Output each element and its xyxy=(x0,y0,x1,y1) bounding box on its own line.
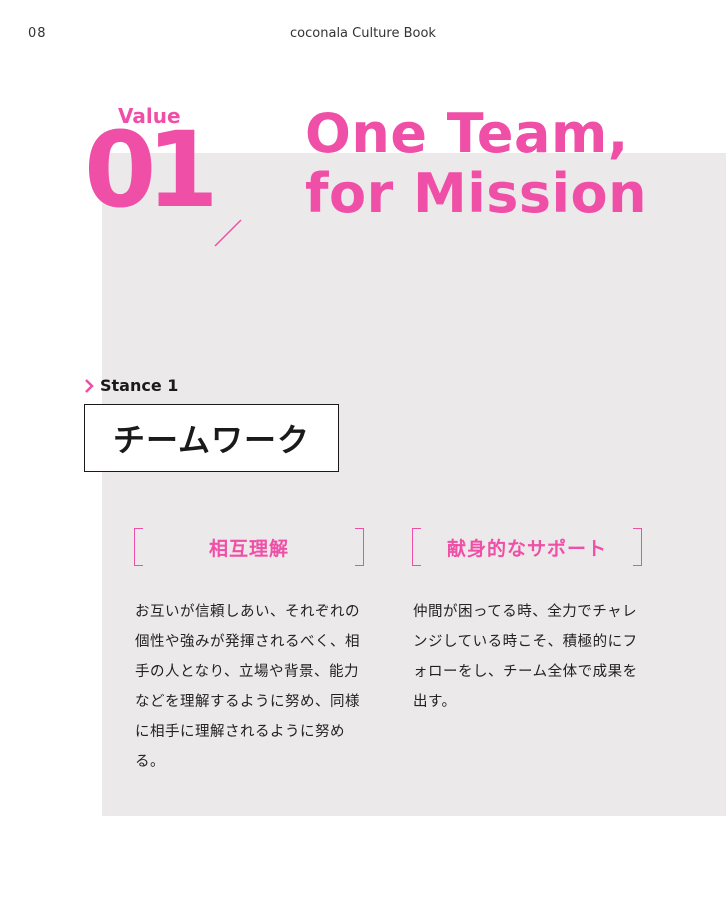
bracket-right xyxy=(355,528,364,566)
headline-line-2: for Mission xyxy=(305,162,648,225)
value-headline: One Team, for Mission xyxy=(305,104,647,224)
column-body-1: お互いが信頼しあい、それぞれの個性や強みが発揮されるべく、相手の人となり、立場や… xyxy=(135,604,360,770)
bracket-left xyxy=(412,528,421,566)
book-title: coconala Culture Book xyxy=(290,26,436,41)
page-number: 08 xyxy=(28,26,47,41)
slash-divider xyxy=(214,219,242,247)
stance-title-box: チームワーク xyxy=(84,404,339,472)
chevron-right-icon xyxy=(85,378,94,393)
column-body-2: 仲間が困ってる時、全力でチャレンジしている時こそ、積極的にフォローをし、チーム全… xyxy=(413,604,638,710)
column-heading-1: 相互理解 xyxy=(134,528,364,566)
stance-title: チームワーク xyxy=(112,421,311,459)
headline-line-1: One Team, xyxy=(305,102,629,165)
bracket-left xyxy=(134,528,143,566)
value-label: Value xyxy=(118,104,181,128)
value-number: 01 xyxy=(84,109,219,231)
column-heading-2: 献身的なサポート xyxy=(412,528,642,566)
column-heading-text: 相互理解 xyxy=(208,537,289,560)
background-panel xyxy=(102,153,726,816)
stance-label-text: Stance 1 xyxy=(100,376,179,395)
bracket-right xyxy=(633,528,642,566)
column-heading-text: 献身的なサポート xyxy=(446,537,607,560)
stance-label: Stance 1 xyxy=(84,376,178,395)
